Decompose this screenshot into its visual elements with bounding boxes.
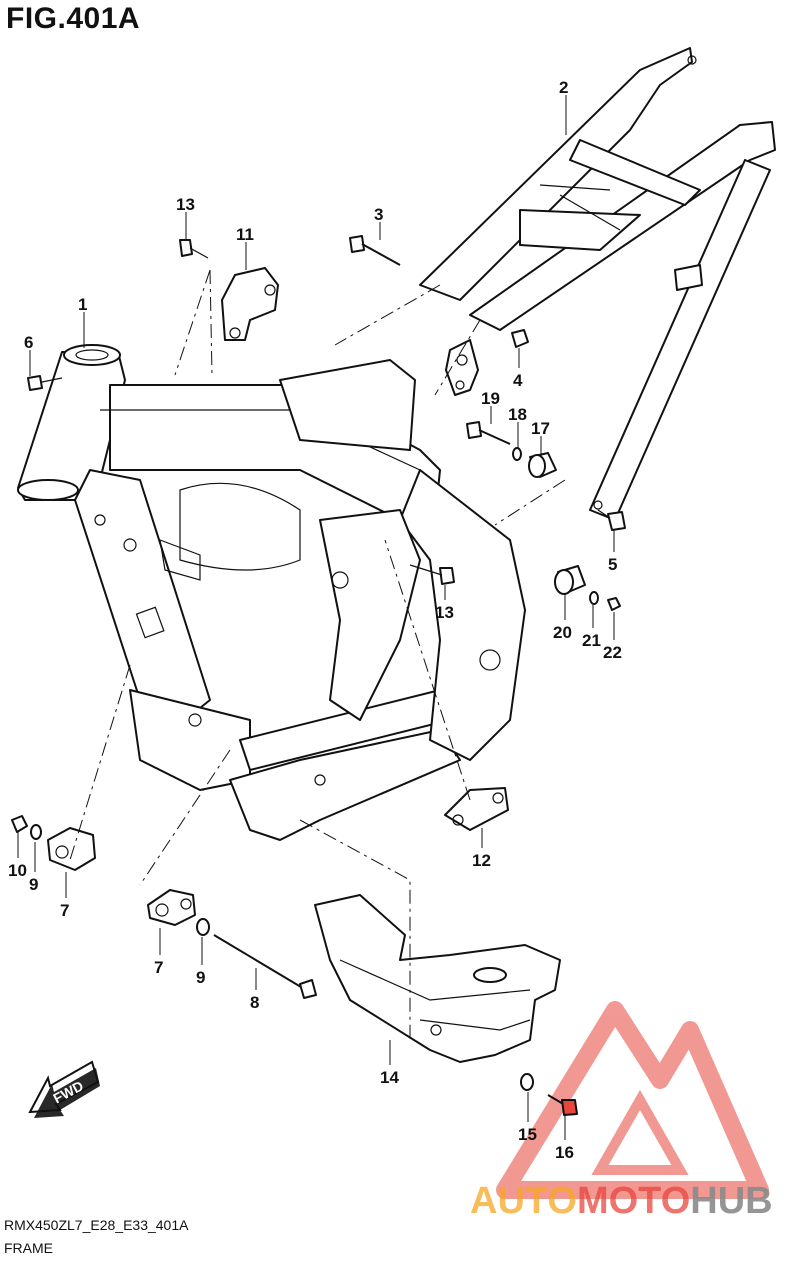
callout-14: 14 (380, 1068, 399, 1087)
callout-16: 16 (555, 1143, 574, 1162)
watermark-text-moto: MOTO (577, 1180, 690, 1222)
callout-6: 6 (24, 333, 33, 352)
callout-8: 8 (250, 993, 259, 1012)
watermark-text-auto: AUTO (470, 1180, 577, 1222)
callout-18: 18 (508, 405, 527, 424)
callout-11: 11 (236, 225, 254, 244)
callout-17: 17 (531, 419, 550, 438)
bushing-20 (554, 565, 586, 595)
engine-bracket-7-upper (47, 827, 96, 871)
callout-9-upper: 9 (29, 875, 38, 894)
washer-18 (512, 447, 522, 461)
washer-21 (589, 591, 599, 605)
engine-bracket-4-side (445, 339, 479, 396)
callout-9-lower: 9 (196, 968, 205, 987)
callout-7-lower: 7 (154, 958, 163, 977)
engine-bracket-7-lower (147, 889, 196, 926)
watermark-logo-icon (496, 1001, 769, 1199)
skid-plate (314, 894, 561, 1063)
bolt-19 (466, 421, 511, 445)
callout-2: 2 (559, 78, 568, 97)
main-frame (17, 344, 526, 841)
callout-7-upper: 7 (60, 901, 69, 920)
bolt-16 (547, 1094, 578, 1116)
bushing-17 (528, 452, 557, 478)
callout-10: 10 (8, 861, 27, 880)
callout-21: 21 (582, 631, 601, 650)
callout-15: 15 (518, 1125, 537, 1144)
bolt-13-lower (409, 564, 455, 585)
section-name: FRAME (4, 1240, 53, 1256)
engine-bracket-12 (444, 787, 509, 831)
nut-10 (11, 815, 28, 833)
bolt-3 (349, 235, 401, 266)
bolt-6 (27, 375, 63, 391)
engine-bracket-11 (221, 267, 279, 341)
callout-5: 5 (608, 555, 617, 574)
nut-22 (607, 597, 621, 611)
rear-subframe (419, 47, 776, 521)
washer-9-lower (196, 918, 210, 936)
callout-4: 4 (513, 371, 523, 390)
watermark-text-hub: HUB (690, 1180, 772, 1222)
forward-direction-arrow-icon: FWD (28, 1060, 100, 1118)
washer-9-upper (30, 824, 42, 840)
bolt-5 (597, 509, 626, 531)
callout-13-upper: 13 (176, 195, 195, 214)
washer-15 (520, 1073, 534, 1091)
svg-text:AUTOMOTOHUB: AUTOMOTOHUB (470, 1180, 773, 1222)
figure-title: FIG.401A (6, 2, 141, 35)
callout-13-lower: 13 (435, 603, 454, 622)
callout-20: 20 (553, 623, 572, 642)
callout-12: 12 (472, 851, 491, 870)
callout-3: 3 (374, 205, 383, 224)
callout-22: 22 (603, 643, 622, 662)
bolt-13-upper (179, 239, 209, 259)
callout-1: 1 (78, 295, 87, 314)
nut-4 (511, 329, 529, 348)
bolt-8 (213, 934, 317, 999)
model-code: RMX450ZL7_E28_E33_401A (4, 1217, 189, 1233)
callout-19: 19 (481, 389, 500, 408)
